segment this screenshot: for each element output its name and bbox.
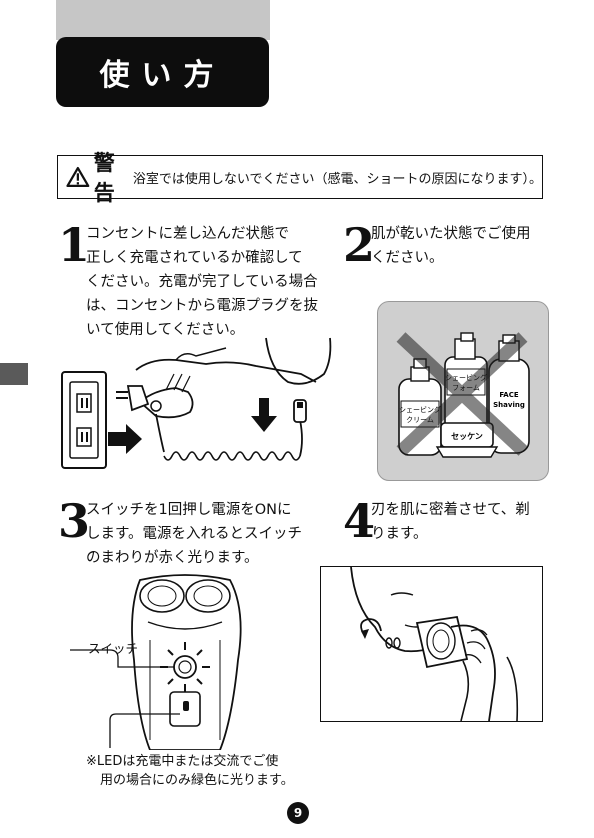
note-line: ※LEDは充電中または交流でご使 (86, 754, 279, 769)
prohibited-cross-icon (396, 332, 528, 456)
step-1-number: 1 (58, 218, 91, 272)
products-illustration: シェービング クリーム シェービング フォーム FACE Shaving セッケ… (396, 332, 530, 458)
step-3-line: します。電源を入れるとスイッチ (86, 526, 303, 542)
step-1-line: いて使用してください。 (86, 322, 245, 338)
step-4-text: 刃を肌に密着させて、剃 ります。 (371, 498, 530, 546)
step-1-text: コンセントに差し込んだ状態で 正しく充電されているか確認して ください。充電が完… (86, 222, 318, 342)
led-note: ※LEDは充電中または交流でご使 用の場合にのみ緑色に光ります。 (86, 752, 294, 790)
bottle-left-label: シェービング (399, 405, 441, 414)
step-1-line: は、コンセントから電源プラグを抜 (86, 298, 318, 314)
switch-label: スイッチ (88, 641, 139, 656)
note-line: 用の場合にのみ緑色に光ります。 (100, 773, 294, 788)
warning-box: 警告 浴室では使用しないでください（感電、ショートの原因になります）。 (57, 151, 543, 205)
bottle-right-label: Shaving (493, 401, 525, 409)
step-1-line: 正しく充電されているか確認して (86, 250, 303, 266)
step-3-number: 3 (58, 494, 91, 548)
step-3-text: スイッチを1回押し電源をONに します。電源を入れるとスイッチ のまわりが赤く光… (86, 498, 302, 570)
page-title: 使い方 (56, 37, 269, 107)
bottle-middle-label: シェービング (445, 373, 487, 382)
shaving-illustration (350, 567, 519, 721)
step-2-line: 肌が乾いた状態でご使用 (371, 226, 531, 242)
header-strip (56, 0, 270, 40)
step-2-text: 肌が乾いた状態でご使用 ください。 (371, 222, 531, 270)
shaver-illustration (70, 574, 242, 750)
step-3-line: のまわりが赤く光ります。 (86, 550, 259, 566)
step-2-number: 2 (343, 218, 376, 272)
step-1-line: コンセントに差し込んだ状態で (86, 226, 289, 242)
step-4-line: ります。 (371, 526, 428, 542)
step-1-line: ください。充電が完了している場合 (86, 274, 318, 290)
section-tab (0, 363, 28, 385)
bottle-right-label: FACE (499, 391, 519, 399)
step-4-line: 刃を肌に密着させて、剃 (371, 502, 530, 518)
step-3-line: スイッチを1回押し電源をONに (86, 502, 292, 518)
warning-text: 浴室では使用しないでください（感電、ショートの原因になります）。 (132, 171, 542, 187)
page-number: 9 (287, 802, 309, 824)
charging-illustration (61, 337, 332, 469)
warning-title: 警告 (93, 151, 115, 205)
soap-label: セッケン (451, 432, 483, 441)
step-4-number: 4 (343, 494, 376, 548)
step-2-line: ください。 (371, 250, 444, 266)
bottle-left-label: クリーム (406, 416, 434, 424)
warning-triangle-icon (66, 166, 90, 188)
